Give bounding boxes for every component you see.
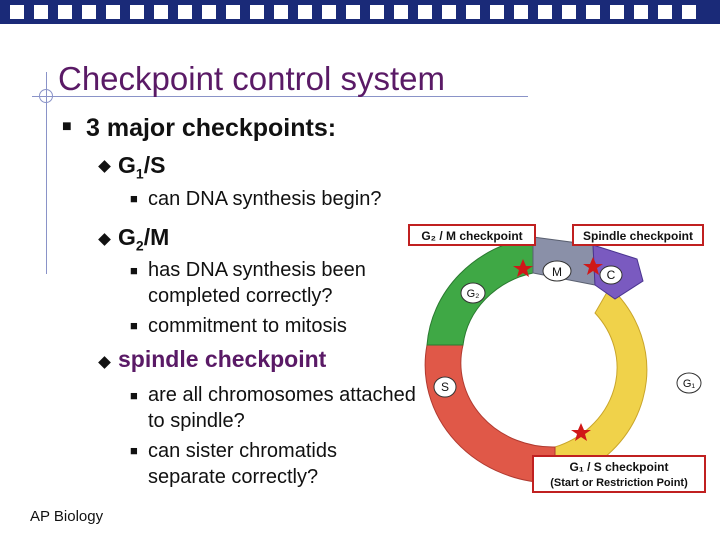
g2m-heading: G2/M	[118, 224, 170, 254]
spindle-detail2-line2: separate correctly?	[148, 466, 319, 488]
phase-m-marker	[542, 260, 572, 282]
g2m-checkpoint-box	[408, 224, 536, 246]
phase-m-label: M	[552, 265, 562, 279]
phase-g2-label: G₂	[467, 288, 480, 300]
g1s-checkpoint-label-line1: G₁ / S checkpoint	[570, 460, 669, 474]
g2m-detail2: commitment to mitosis	[148, 315, 347, 337]
title-underline	[32, 96, 528, 97]
spindle-checkpoint-box	[572, 224, 704, 246]
phase-g1-marker	[676, 372, 702, 394]
spindle-detail1-line1: are all chromosomes attached	[148, 384, 416, 406]
diamond-bullet-icon	[98, 233, 111, 246]
g1s-detail: can DNA synthesis begin?	[148, 188, 382, 210]
spindle-star-icon	[583, 257, 603, 275]
spindle-detail2-line1: can sister chromatids	[148, 440, 337, 462]
top-banner	[0, 0, 720, 24]
diamond-bullet-icon	[98, 160, 111, 173]
g1s-checkpoint-label-line2: (Start or Restriction Point)	[550, 477, 688, 489]
square-bullet-icon: ■	[130, 443, 138, 458]
phase-g2-marker	[460, 282, 486, 304]
phase-c-marker	[599, 265, 623, 285]
crosshair-ornament	[39, 89, 53, 103]
square-bullet-icon: ■	[130, 263, 138, 278]
main-bullet-text: 3 major checkpoints:	[86, 114, 337, 142]
footer-label: AP Biology	[30, 508, 104, 525]
g1s-heading: G1/S	[118, 152, 166, 182]
cell-cycle-diagram: M C G₂ S G₁ G₂ / M checkpoint Spindle ch…	[408, 224, 706, 493]
phase-c-label: C	[607, 268, 616, 282]
g2m-star-icon	[513, 259, 533, 277]
g1s-checkpoint-box	[532, 455, 706, 493]
spindle-detail1-line2: to spindle?	[148, 410, 245, 432]
g2m-detail-line2: completed correctly?	[148, 285, 333, 307]
g1s-star-icon	[571, 423, 591, 441]
decor-vertical-line	[46, 72, 47, 274]
phase-s-label: S	[441, 380, 449, 394]
spindle-heading: spindle checkpoint	[118, 346, 327, 372]
square-bullet-icon: ■	[62, 118, 72, 135]
g2m-detail-line1: has DNA synthesis been	[148, 259, 366, 281]
spindle-checkpoint-label: Spindle checkpoint	[583, 229, 693, 243]
square-bullet-icon: ■	[130, 318, 138, 333]
phase-s-marker	[433, 376, 457, 398]
square-bullet-icon: ■	[130, 191, 138, 206]
g2m-checkpoint-label: G₂ / M checkpoint	[421, 229, 522, 243]
square-bullet-icon: ■	[130, 388, 138, 403]
phase-g1-label: G₁	[683, 378, 696, 390]
diamond-bullet-icon	[98, 356, 111, 369]
slide-title: Checkpoint control system	[58, 60, 445, 97]
